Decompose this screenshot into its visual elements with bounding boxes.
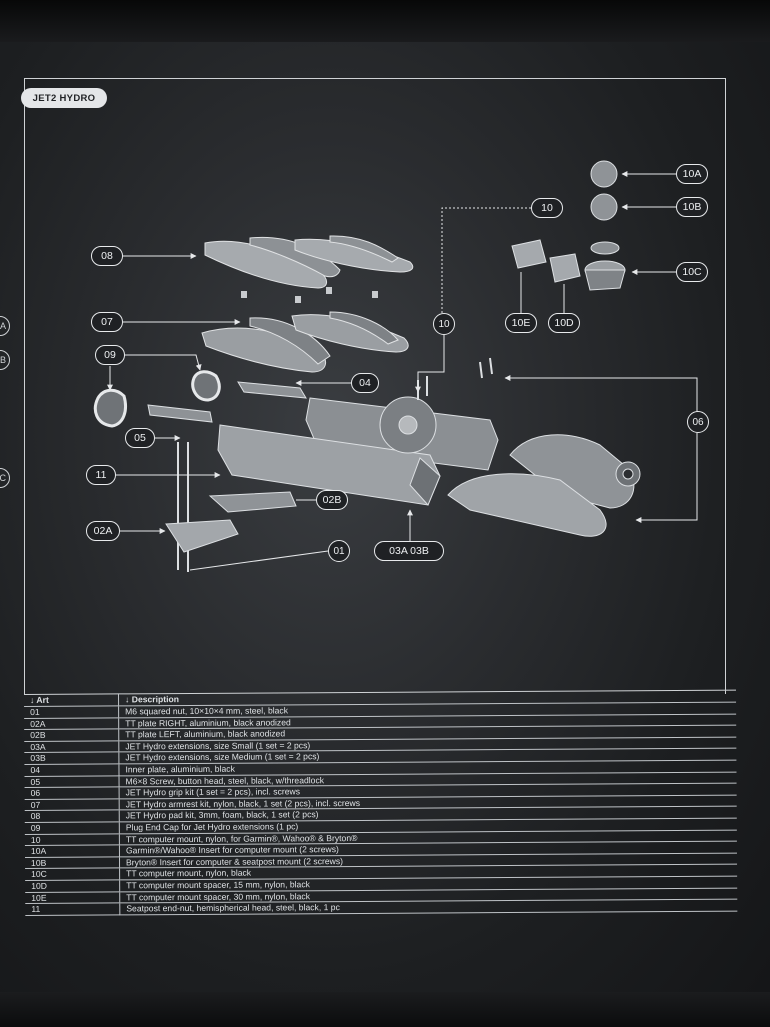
callout-10b: 10B: [676, 197, 708, 217]
column-header-art: ↓ Art: [24, 693, 119, 707]
callout-06: 06: [687, 411, 709, 433]
art-cell: 08: [24, 810, 120, 823]
part-10-mount-group: [511, 160, 626, 291]
callout-11: 11: [86, 465, 116, 485]
callout-10-round: 10: [433, 313, 455, 335]
art-cell: 07: [24, 798, 120, 811]
box-bottom-edge: [0, 992, 770, 1027]
callout-10a: 10A: [676, 164, 708, 184]
part-06-grips: [447, 434, 641, 537]
art-cell: 02A: [24, 717, 119, 730]
callout-10: 10: [531, 198, 563, 218]
callout-10d: 10D: [548, 313, 580, 333]
art-cell: 10B: [24, 856, 120, 869]
product-badge: JET2 HYDRO: [21, 88, 107, 108]
art-cell: 11: [25, 903, 120, 916]
part-08-pads: [204, 235, 414, 289]
art-cell: 10A: [24, 845, 120, 858]
diagram-frame: [24, 78, 726, 694]
callout-04: 04: [351, 373, 379, 393]
part-07-armrests: [201, 311, 409, 373]
callout-01: 01: [328, 540, 350, 562]
callout-02b: 02B: [316, 490, 348, 510]
art-cell: 04: [24, 763, 119, 777]
callout-05: 05: [125, 428, 155, 448]
pad-screws: [241, 287, 378, 303]
art-cell: 10C: [25, 868, 120, 881]
art-cell: 10: [24, 833, 120, 846]
box-lid-edge: [0, 0, 770, 42]
callout-08: 08: [91, 246, 123, 266]
callout-10c: 10C: [676, 262, 708, 282]
callout-02a: 02A: [86, 521, 120, 541]
part-02-tt-plates: [165, 491, 297, 553]
callout-10e: 10E: [505, 313, 537, 333]
part-09-end-caps: [93, 370, 221, 428]
art-cell: 03A: [24, 740, 119, 753]
art-cell: 02B: [24, 729, 119, 742]
part-03-extensions: [217, 396, 499, 506]
part-04-inner-plates: [147, 381, 307, 423]
art-cell: 09: [24, 821, 120, 835]
callout-07: 07: [91, 312, 123, 332]
callout-09: 09: [95, 345, 125, 365]
leader-lines: [107, 171, 698, 571]
art-cell: 03B: [24, 752, 119, 765]
art-cell: 06: [24, 787, 120, 800]
art-cell: 10D: [25, 879, 120, 892]
art-cell: 01: [24, 705, 119, 719]
art-cell: 10E: [25, 891, 120, 904]
callout-03a-03b: 03A 03B: [374, 541, 444, 561]
art-cell: 05: [24, 775, 120, 788]
